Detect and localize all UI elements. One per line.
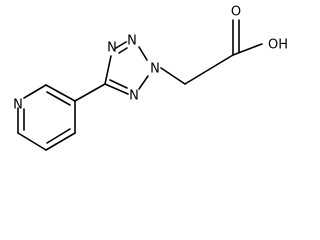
- bond-pyridine-tetrazole: [74, 83, 106, 102]
- bond-py-n1-c2: [23, 84, 47, 99]
- bond-tz-c5-n4: [104, 83, 129, 95]
- atom-tetrazole-n3-label: N: [127, 34, 137, 49]
- atom-pyridine-n-label: N: [13, 98, 23, 113]
- atom-carbonyl-o-label: O: [231, 5, 241, 20]
- bond-ch2-carboxyl-c: [184, 54, 234, 85]
- atom-tetrazole-n1-label: N: [107, 41, 117, 56]
- bond-c-oh: [232, 43, 263, 56]
- bond-py-c2-c3-inner: [46, 91, 71, 106]
- bond-tz-n3-n1: [115, 41, 127, 49]
- tetrazole-ring: [104, 41, 149, 95]
- pyridine-ring: [17, 84, 76, 151]
- bond-tz-n3-n1-inner: [118, 47, 128, 54]
- bond-tz-n1-c5: [104, 55, 112, 85]
- bond-n2-ch2: [160, 67, 186, 85]
- bond-tz-n4-n2: [138, 75, 149, 90]
- atom-tetrazole-n2-label: N: [150, 62, 160, 77]
- bond-py-c4-c5-inner: [46, 128, 71, 144]
- atom-hydroxyl-label: OH: [268, 38, 288, 53]
- bond-tz-n2-n3: [138, 46, 148, 61]
- carboxylic-acid-group: [184, 19, 263, 85]
- bond-py-c2-c3: [45, 84, 76, 102]
- molecule-structure: N N N N N O OH: [13, 5, 288, 151]
- bond-py-c5-c6: [17, 132, 47, 151]
- bond-tz-c5-n4-inner: [109, 79, 128, 89]
- bond-py-c4-c5: [45, 132, 76, 151]
- atom-tetrazole-n4-label: N: [129, 89, 139, 104]
